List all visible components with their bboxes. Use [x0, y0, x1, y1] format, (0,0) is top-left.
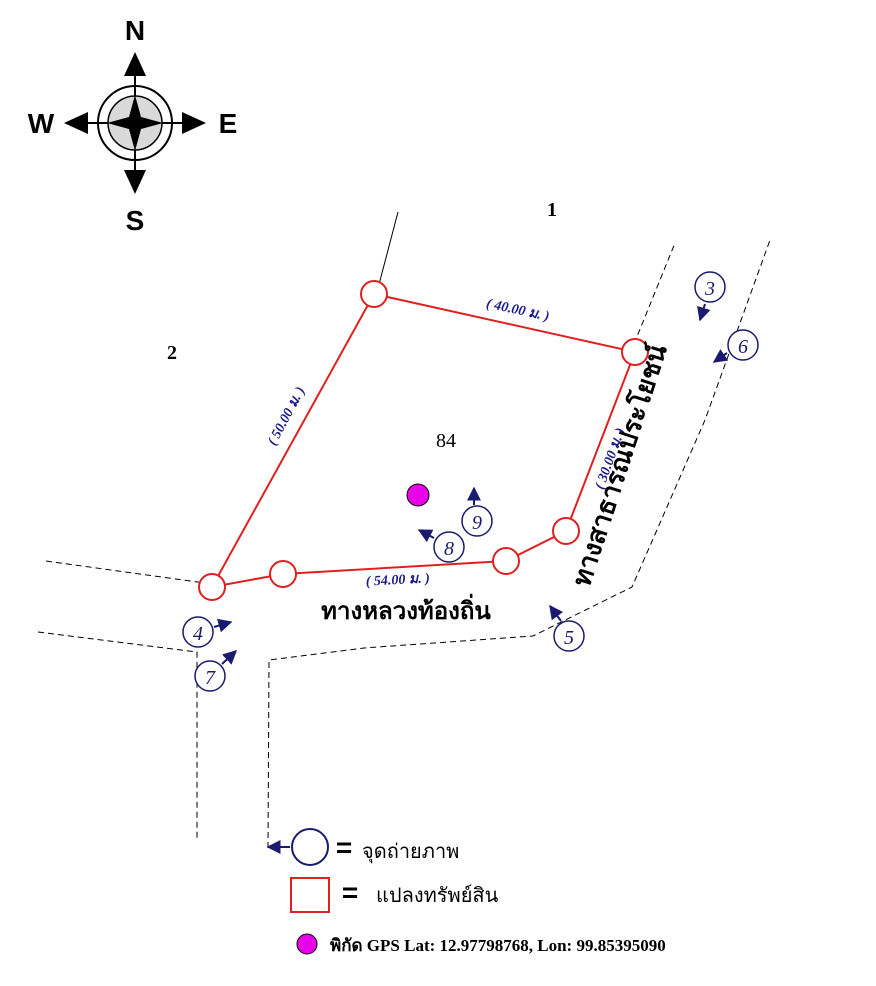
- svg-text:=: =: [342, 877, 358, 908]
- compass-west-label: W: [28, 108, 55, 139]
- gps-point-marker: [406, 483, 430, 507]
- photo-point-number: 6: [738, 336, 748, 358]
- parcel-number-neighbor-1: 1: [547, 199, 557, 221]
- parcel-corner-marker: [198, 573, 226, 601]
- photo-point-number: 8: [444, 538, 454, 560]
- parcel-legend-icon: [290, 877, 330, 913]
- dimension-left: ( 50.00 ม. ): [265, 385, 308, 449]
- west-arrow-icon: [64, 112, 88, 134]
- photo-point-number: 4: [193, 623, 203, 645]
- svg-text:=: =: [336, 832, 352, 863]
- legend-photo-point-label: จุดถ่ายภาพ: [362, 841, 459, 864]
- parcel-number-main: 84: [436, 430, 456, 452]
- public-way-label: ทางสาธารณประโยชน์: [565, 340, 673, 590]
- parcel-corner-marker: [269, 560, 297, 588]
- parcel-corner-marker: [492, 547, 520, 575]
- boundary-lines: [37, 211, 771, 849]
- legend-gps-label: พิกัด GPS Lat: 12.97798768, Lon: 99.8539…: [330, 936, 666, 955]
- photo-point-number: 7: [205, 667, 216, 689]
- parcel-number-neighbor-2: 2: [167, 342, 177, 364]
- photo-point-9: 9: [461, 486, 493, 537]
- dimension-bottom: ( 54.00 ม. ): [365, 571, 430, 589]
- photo-point-8: 8: [417, 529, 465, 563]
- photo-point-number: 3: [704, 278, 715, 300]
- photo-point-5: 5: [549, 604, 585, 652]
- photo-point-7: 7: [194, 650, 238, 692]
- parcel-corner-marker: [552, 517, 580, 545]
- compass-north-label: N: [125, 15, 145, 46]
- compass-east-label: E: [219, 108, 238, 139]
- east-arrow-icon: [182, 112, 206, 134]
- photo-point-3: 3: [694, 271, 726, 322]
- photo-point-number: 9: [472, 512, 482, 534]
- legend-photo-point: = จุดถ่ายภาพ: [266, 828, 459, 866]
- north-arrow-icon: [124, 52, 146, 76]
- photo-point-6: 6: [712, 329, 759, 363]
- property-parcel: [198, 280, 649, 601]
- compass-rose: N S E W: [28, 15, 238, 236]
- legend-gps: พิกัด GPS Lat: 12.97798768, Lon: 99.8539…: [296, 933, 666, 955]
- parcel-corner-marker: [621, 338, 649, 366]
- south-arrow-icon: [124, 170, 146, 194]
- legend-parcel-label: แปลงทรัพย์สิน: [376, 884, 499, 907]
- photo-points: 3 6 9 8 4 7: [182, 271, 759, 692]
- compass-south-label: S: [126, 205, 145, 236]
- legend-parcel: = แปลงทรัพย์สิน: [290, 877, 499, 913]
- local-road-label: ทางหลวงท้องถิ่น: [321, 593, 491, 625]
- photo-point-legend-icon: [291, 828, 329, 866]
- gps-legend-icon: [296, 933, 318, 955]
- photo-point-4: 4: [182, 616, 233, 648]
- parcel-corner-marker: [360, 280, 388, 308]
- legend: = จุดถ่ายภาพ = แปลงทรัพย์สิน พิกัด GPS L…: [266, 828, 666, 955]
- photo-point-number: 5: [564, 627, 574, 649]
